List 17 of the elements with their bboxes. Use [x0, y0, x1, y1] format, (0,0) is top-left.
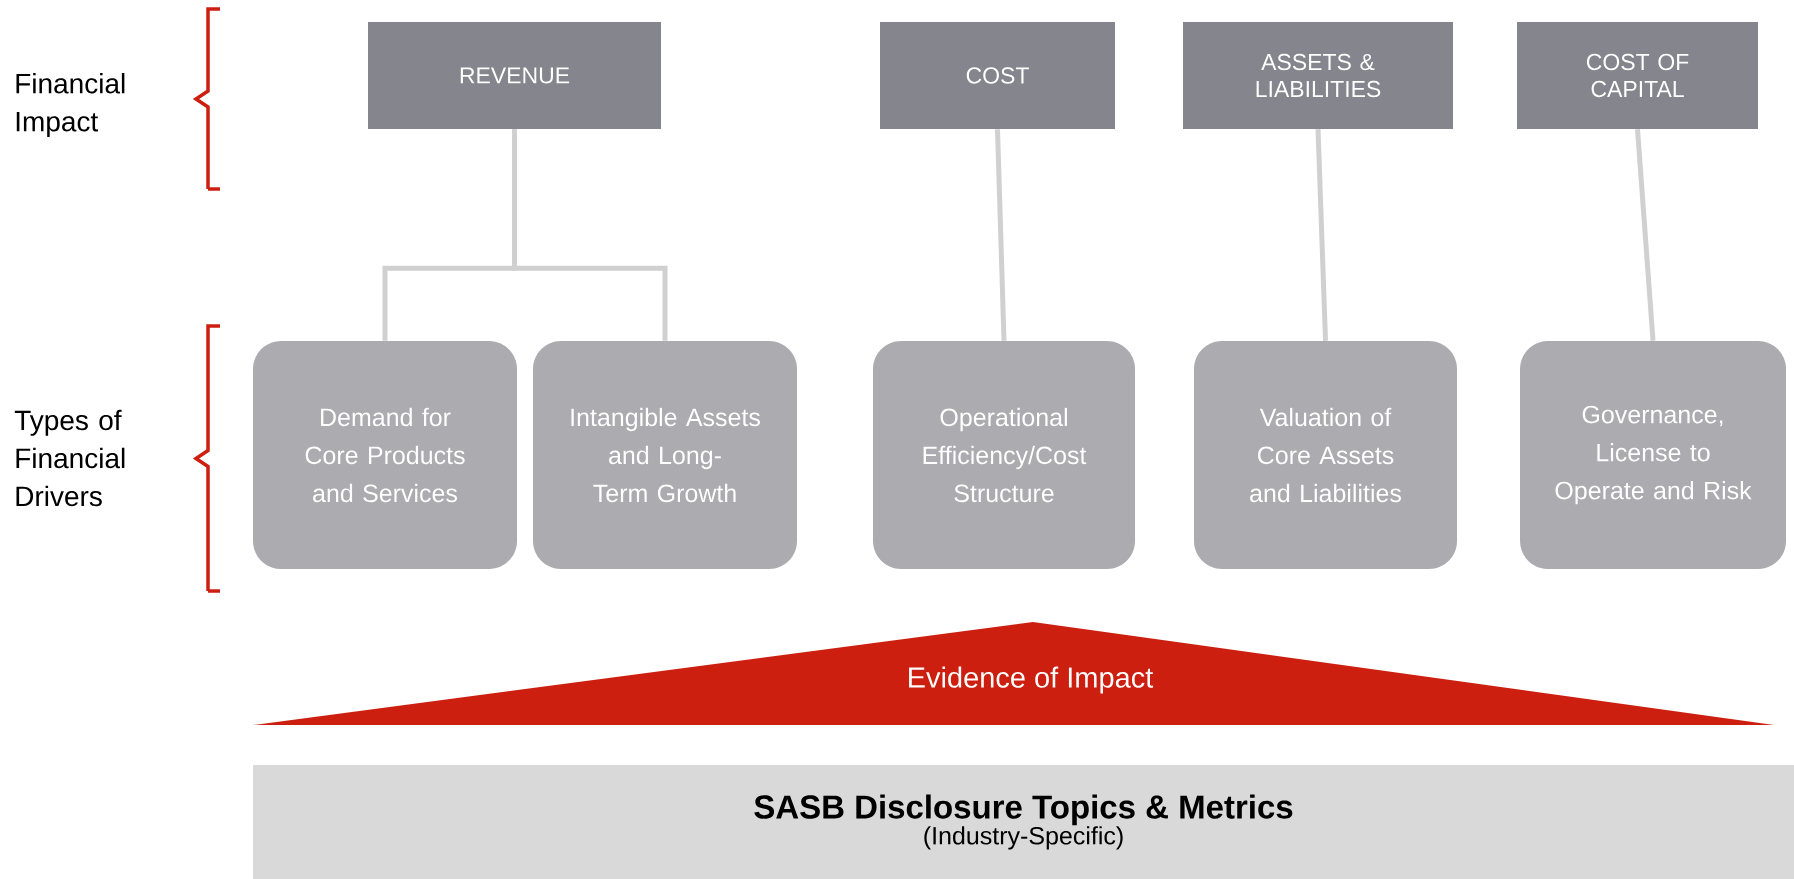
driver-box: Valuation of Core Assets and Liabilities — [1194, 341, 1457, 569]
connector-line — [512, 129, 668, 341]
driver-box: Operational Efficiency/Cost Structure — [873, 341, 1135, 569]
driver-box: Governance, License to Operate and Risk — [1520, 341, 1786, 569]
triangle-banner: Evidence of Impact — [253, 622, 1774, 725]
connector-line — [1315, 129, 1328, 341]
connector-line — [1635, 129, 1656, 341]
category-box: ASSETS & LIABILITIES — [1183, 22, 1453, 129]
base-band: SASB Disclosure Topics & Metrics (Industry-Specific) — [253, 765, 1794, 879]
side-label: Types of Financial Drivers — [14, 409, 125, 507]
driver-box: Intangible Assets and Long-Term Growth — [533, 341, 797, 569]
category-box: COST — [880, 22, 1115, 129]
driver-box: Demand for Core Products and Services — [253, 341, 517, 569]
connector-line — [995, 129, 1007, 341]
side-label: Financial Impact — [16, 72, 125, 138]
category-box: REVENUE — [368, 22, 661, 129]
category-box: COST OF CAPITAL — [1517, 22, 1758, 129]
